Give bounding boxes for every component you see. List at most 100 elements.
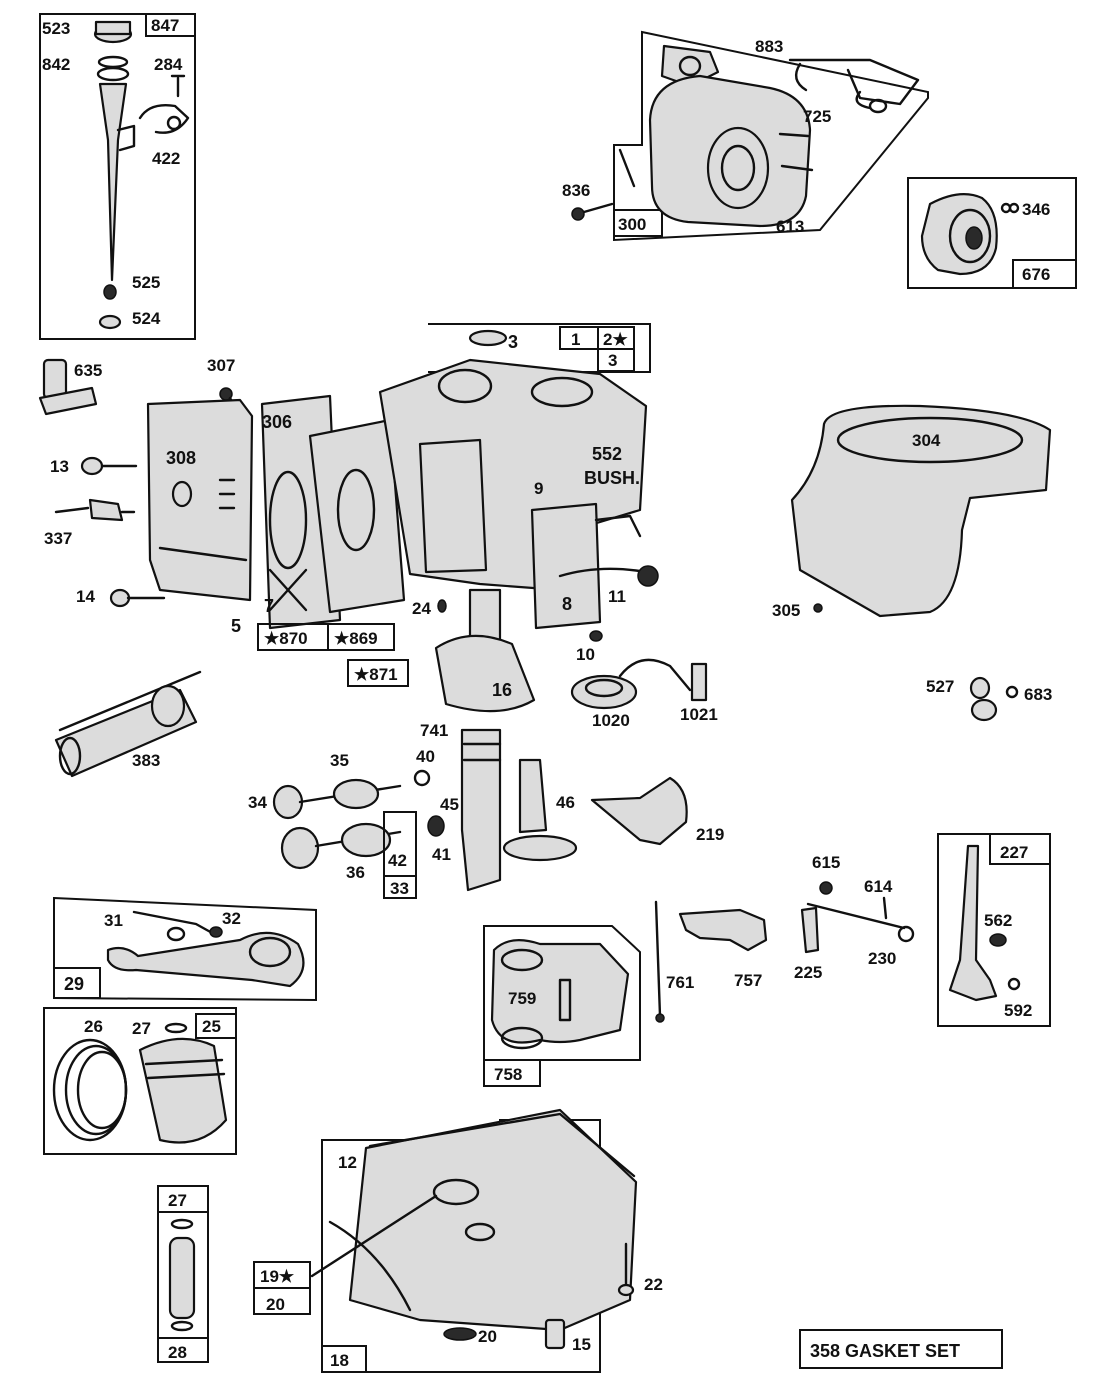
label-19: 19★ — [260, 1267, 295, 1286]
starter-motor — [54, 670, 202, 778]
label-613: 613 — [776, 217, 804, 236]
muffler-assembly — [571, 30, 929, 242]
label-12: 12 — [338, 1153, 357, 1172]
label-33: 33 — [390, 879, 409, 898]
label-527: 527 — [926, 677, 954, 696]
label-3-box: 3 — [608, 351, 617, 370]
label-552-bush: BUSH. — [584, 468, 640, 488]
label-29: 29 — [64, 974, 84, 994]
parts-527-683 — [969, 676, 1019, 722]
label-337: 337 — [44, 529, 72, 548]
label-26: 26 — [84, 1017, 103, 1036]
label-28: 28 — [168, 1343, 187, 1362]
label-46: 46 — [556, 793, 575, 812]
bolt-22 — [617, 1242, 635, 1297]
temp-switch-337 — [54, 498, 136, 522]
label-13: 13 — [50, 457, 69, 476]
label-3-top: 3 — [508, 332, 518, 352]
label-614: 614 — [864, 877, 893, 896]
label-284: 284 — [154, 55, 183, 74]
label-40: 40 — [416, 747, 435, 766]
label-525: 525 — [132, 273, 160, 292]
label-20: 20 — [478, 1327, 497, 1346]
label-35: 35 — [330, 751, 349, 770]
label-16: 16 — [492, 680, 512, 700]
label-383: 383 — [132, 751, 160, 770]
label-227: 227 — [1000, 843, 1028, 862]
label-230: 230 — [868, 949, 896, 968]
label-422: 422 — [152, 149, 180, 168]
label-523: 523 — [42, 19, 70, 38]
dipstick-assembly — [39, 13, 196, 340]
label-847: 847 — [151, 16, 179, 35]
label-2: 2★ — [603, 330, 628, 349]
label-5: 5 — [231, 616, 241, 636]
bracket-758 — [483, 925, 641, 1087]
label-219: 219 — [696, 825, 724, 844]
label-32: 32 — [222, 909, 241, 928]
control-bracket — [937, 833, 1051, 1027]
label-761: 761 — [666, 973, 694, 992]
label-615: 615 — [812, 853, 840, 872]
label-27: 27 — [132, 1019, 151, 1038]
label-676: 676 — [1022, 265, 1050, 284]
label-869: ★869 — [334, 629, 378, 648]
gasket-set-box — [799, 1329, 1003, 1369]
label-308: 308 — [166, 448, 196, 468]
label-7: 7 — [264, 596, 274, 616]
dipstick-tube-761 — [654, 900, 665, 1023]
label-725: 725 — [803, 107, 831, 126]
label-31: 31 — [104, 911, 123, 930]
breather-fitting — [38, 358, 98, 416]
crankshaft-assembly — [434, 588, 708, 892]
label-22: 22 — [644, 1275, 663, 1294]
label-1: 1 — [571, 330, 580, 349]
label-883: 883 — [755, 37, 783, 56]
label-842: 842 — [42, 55, 70, 74]
oil-gauge — [157, 1185, 209, 1363]
label-1020: 1020 — [592, 711, 630, 730]
label-300: 300 — [618, 215, 646, 234]
piston-assembly — [43, 1007, 237, 1155]
cylinder-block — [146, 323, 659, 687]
connecting-rod-assembly — [53, 896, 317, 1002]
label-15: 15 — [572, 1335, 591, 1354]
label-552: 552 — [592, 444, 622, 464]
oil-sump-base — [253, 1108, 638, 1373]
governor-linkage — [800, 881, 915, 954]
blower-housing — [790, 404, 1052, 618]
plug-15 — [544, 1318, 566, 1350]
lever-757 — [678, 908, 768, 952]
label-25: 25 — [202, 1017, 221, 1036]
label-11: 11 — [608, 587, 626, 606]
label-307: 307 — [207, 356, 235, 375]
label-757: 757 — [734, 971, 762, 990]
label-870: ★870 — [264, 629, 308, 648]
label-27-gauge: 27 — [168, 1191, 187, 1210]
label-759: 759 — [508, 989, 536, 1008]
label-9: 9 — [534, 479, 543, 498]
label-346: 346 — [1022, 200, 1050, 219]
label-34: 34 — [248, 793, 267, 812]
label-304: 304 — [912, 431, 941, 450]
label-305: 305 — [772, 601, 800, 620]
label-741: 741 — [420, 721, 448, 740]
label-41: 41 — [432, 845, 451, 864]
label-635: 635 — [74, 361, 102, 380]
label-524: 524 — [132, 309, 161, 328]
label-871: ★871 — [354, 665, 398, 684]
label-10: 10 — [576, 645, 595, 664]
gasket-set-label: 358 GASKET SET — [810, 1341, 960, 1361]
label-758: 758 — [494, 1065, 522, 1084]
label-42: 42 — [388, 851, 407, 870]
label-683: 683 — [1024, 685, 1052, 704]
label-1021: 1021 — [680, 705, 718, 724]
bolt-14 — [109, 588, 166, 608]
label-8: 8 — [562, 594, 572, 614]
label-45: 45 — [440, 795, 459, 814]
label-18: 18 — [330, 1351, 349, 1370]
label-225: 225 — [794, 963, 822, 982]
label-562: 562 — [984, 911, 1012, 930]
label-20-box: 20 — [266, 1295, 285, 1314]
